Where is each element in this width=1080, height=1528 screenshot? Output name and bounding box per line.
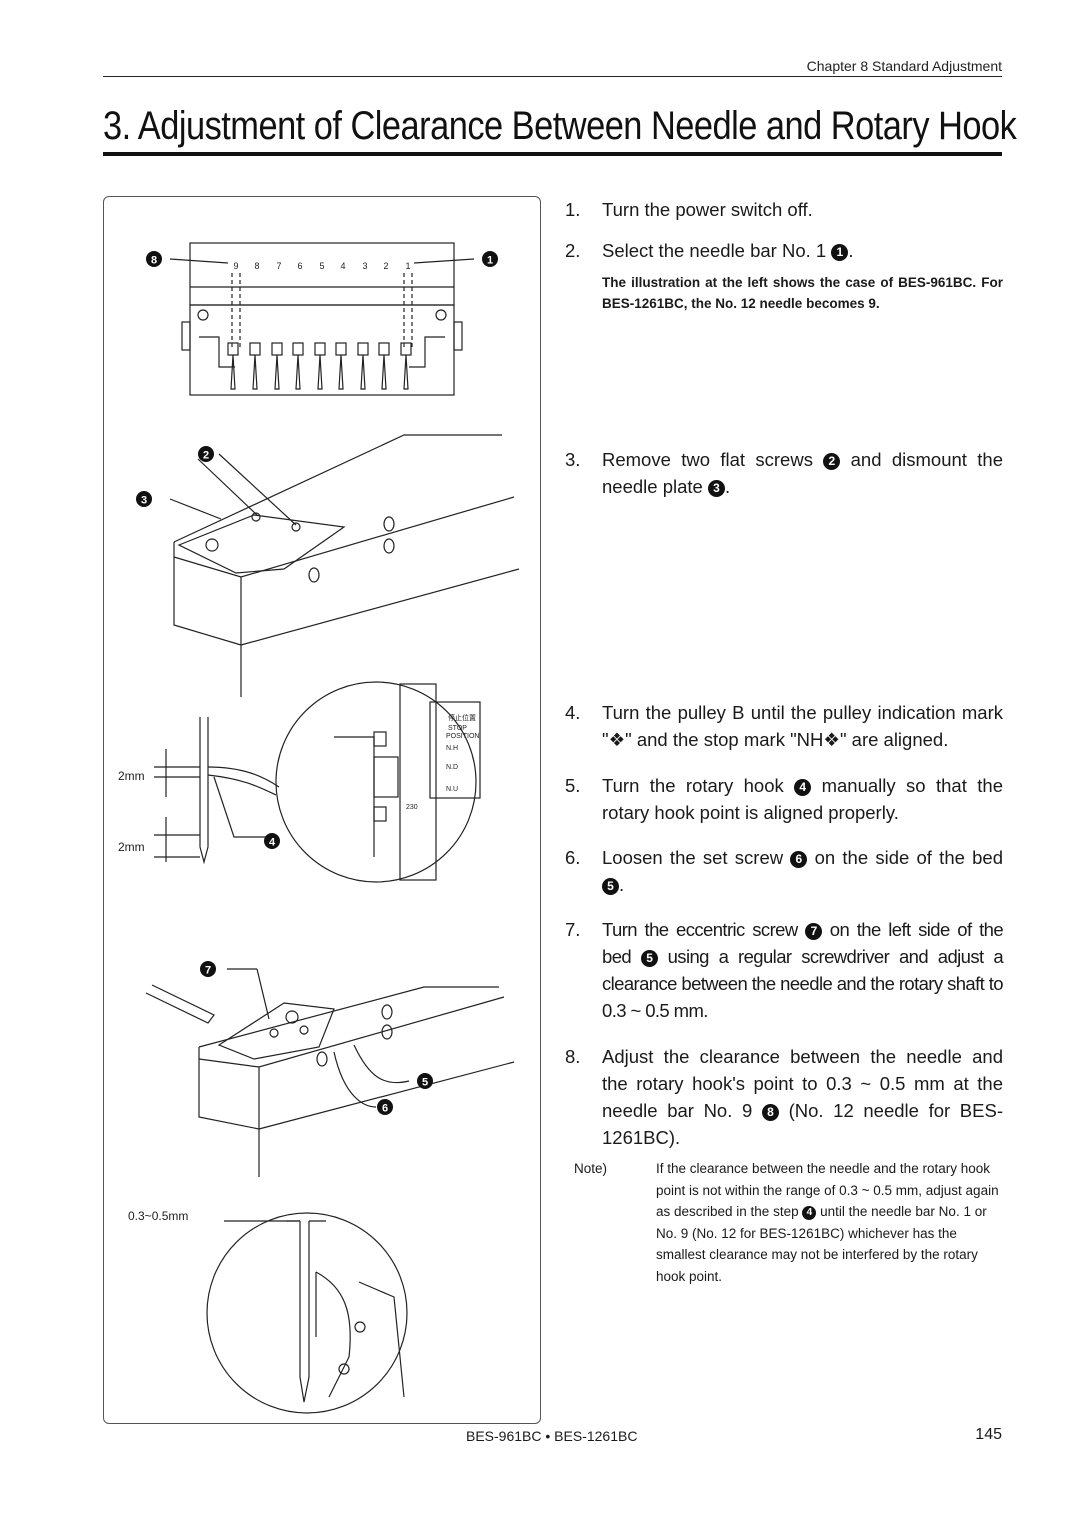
step-number: 3. bbox=[565, 449, 581, 470]
illustration-drawing: 8 1 2 3 4 5 6 7 9 8 7 6 5 4 3 2 1 2mm 2m… bbox=[118, 242, 520, 1414]
step-4: 4. Turn the pulley B until the pulley in… bbox=[565, 699, 1003, 753]
header-rule bbox=[103, 76, 1002, 77]
callout-4: 4 bbox=[269, 837, 276, 849]
step-text-end: using a regular screwdriver and adjust a… bbox=[602, 946, 1004, 1021]
pulley-closeup-drawing bbox=[275, 681, 481, 883]
step-number: 2. bbox=[565, 240, 581, 261]
callout-badge: 2 bbox=[823, 453, 841, 470]
step-2: 2. Select the needle bar No. 1 1. bbox=[565, 237, 1003, 264]
section-title: 3. Adjustment of Clearance Between Needl… bbox=[103, 104, 1017, 148]
pulley-label-stop: STOP bbox=[448, 725, 467, 732]
step-6: 6. Loosen the set screw 6 on the side of… bbox=[565, 844, 1003, 898]
step-1: 1. Turn the power switch off. bbox=[565, 196, 1003, 223]
bed-drawing-1 bbox=[169, 434, 520, 697]
step-8: 8. Adjust the clearance between the need… bbox=[565, 1043, 1003, 1151]
step-text-end: (No. 12 needle for BES-1261BC). bbox=[602, 1100, 1003, 1148]
note-text-end: until the needle bar No. 1 or No. 9 (No.… bbox=[656, 1204, 987, 1284]
footer-models: BES-961BC • BES-1261BC bbox=[466, 1428, 638, 1444]
step-number: 6. bbox=[565, 847, 581, 868]
step-number: 8. bbox=[565, 1046, 581, 1067]
note-text: If the clearance between the needle and … bbox=[656, 1161, 999, 1219]
step-text: Turn the rotary hook bbox=[602, 775, 795, 796]
illustration-panel: 8 1 2 3 4 5 6 7 9 8 7 6 5 4 3 2 1 2mm 2m… bbox=[103, 196, 541, 1424]
callout-2: 2 bbox=[203, 450, 209, 462]
callout-6: 6 bbox=[382, 1103, 388, 1115]
step-text: Adjust the clearance between the needle … bbox=[602, 1046, 1003, 1121]
callout-8: 8 bbox=[151, 255, 157, 267]
callout-badge: 5 bbox=[602, 878, 619, 895]
pulley-label-nd: N.D bbox=[446, 764, 458, 771]
callout-7: 7 bbox=[205, 965, 211, 977]
step-3: 3. Remove two flat screws 2 and dismount… bbox=[565, 446, 1003, 500]
step-text: Turn the power switch off. bbox=[602, 199, 813, 220]
model-subnote: The illustration at the left shows the c… bbox=[602, 275, 1003, 311]
clearance-label: 0.3~0.5mm bbox=[128, 1209, 188, 1223]
note-label: Note) bbox=[574, 1161, 608, 1176]
step-5: 5. Turn the rotary hook 4 manually so th… bbox=[565, 772, 1003, 826]
clearance-closeup-drawing bbox=[206, 1212, 408, 1414]
needle-number: 7 bbox=[276, 261, 281, 271]
step-text: Remove two flat screws bbox=[602, 449, 824, 470]
dimension-label-bottom: 2mm bbox=[118, 840, 145, 854]
callout-1: 1 bbox=[487, 255, 493, 267]
note-block: Note) If the clearance between the needl… bbox=[574, 1158, 1004, 1287]
step-text: Loosen the set screw bbox=[602, 847, 791, 868]
dimension-label-top: 2mm bbox=[118, 769, 145, 783]
chapter-header: Chapter 8 Standard Adjustment bbox=[806, 58, 1002, 74]
callout-badge: 4 bbox=[794, 779, 812, 796]
step-text-end: . bbox=[848, 240, 854, 261]
step-text-end: . bbox=[724, 476, 731, 497]
needle-number: 4 bbox=[340, 261, 345, 271]
pulley-label-position: POSITION bbox=[446, 733, 479, 740]
needle-bar-case-drawing bbox=[181, 242, 463, 396]
callout-5: 5 bbox=[422, 1077, 428, 1089]
step-number: 7. bbox=[565, 919, 581, 940]
callout-badge: 7 bbox=[805, 923, 823, 940]
needle-number: 3 bbox=[362, 261, 367, 271]
step-text: Turn the eccentric screw bbox=[602, 919, 806, 940]
callout-badge: 4 bbox=[802, 1206, 817, 1220]
step-text-mid: on the left side of the bed bbox=[602, 919, 1004, 967]
step-number: 1. bbox=[565, 199, 581, 220]
step-text-end: manually so that the rotary hook point i… bbox=[602, 775, 1003, 823]
callout-badge: 3 bbox=[707, 480, 725, 497]
step-text: Turn the pulley B until the pulley indic… bbox=[602, 702, 1003, 750]
needle-number: 1 bbox=[405, 261, 410, 271]
needles-drawing bbox=[227, 342, 412, 390]
bed-drawing-2 bbox=[145, 968, 515, 1177]
needle-number: 5 bbox=[319, 261, 324, 271]
title-rule bbox=[103, 152, 1002, 156]
step-text-end: . bbox=[619, 874, 625, 895]
step-number: 4. bbox=[565, 702, 581, 723]
needle-number: 2 bbox=[383, 261, 388, 271]
pulley-label-jp: 停止位置 bbox=[448, 713, 476, 722]
pulley-label-nu: N.U bbox=[446, 786, 458, 793]
callout-3: 3 bbox=[141, 495, 147, 507]
needle-number: 6 bbox=[297, 261, 302, 271]
callout-badge: 6 bbox=[790, 851, 808, 868]
callout-badge: 1 bbox=[831, 244, 849, 261]
step-text-mid: and dismount the needle plate bbox=[602, 449, 1003, 497]
callout-badge: 8 bbox=[761, 1104, 779, 1121]
step-7: 7. Turn the eccentric screw 7 on the lef… bbox=[565, 916, 1004, 1024]
needle-hook-closeup-drawing bbox=[154, 717, 280, 865]
page-number: 145 bbox=[975, 1426, 1002, 1443]
step-text: Select the needle bar No. 1 bbox=[602, 240, 832, 261]
needle-number: 9 bbox=[233, 261, 238, 271]
callout-badge: 5 bbox=[640, 950, 658, 967]
pulley-label-nh: N.H bbox=[446, 745, 458, 752]
needle-number: 8 bbox=[254, 261, 259, 271]
step-text-mid: on the side of the bed bbox=[807, 847, 1003, 868]
pulley-scale-number: 230 bbox=[406, 804, 418, 811]
step-number: 5. bbox=[565, 775, 581, 796]
